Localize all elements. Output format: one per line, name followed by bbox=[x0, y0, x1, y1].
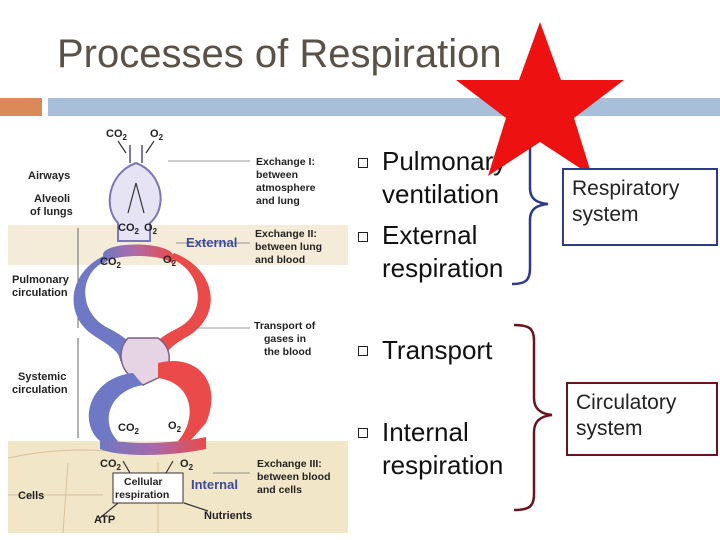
alveolus-shape bbox=[108, 161, 162, 242]
bullet-marker-4 bbox=[358, 428, 368, 438]
label-transport-line3: the blood bbox=[264, 346, 311, 358]
respiratory-box-line1: Respiratory bbox=[572, 177, 680, 200]
label-internal: Internal bbox=[191, 477, 238, 492]
accent-bar-orange bbox=[0, 98, 42, 116]
air-flow-arrows bbox=[117, 140, 155, 214]
label-exchange-2-line3: and blood bbox=[255, 254, 305, 266]
bullet-4-line2: respiration bbox=[382, 450, 504, 480]
label-exchange-3-line3: and cells bbox=[257, 484, 302, 496]
bullet-1-line1: Pulmonary bbox=[382, 146, 507, 176]
bullet-transport: Transport bbox=[382, 334, 492, 367]
label-exchange-2-line2: between lung bbox=[255, 241, 322, 253]
label-pulmonary-line1: Pulmonary bbox=[12, 274, 70, 286]
pulmonary-capillary bbox=[103, 244, 173, 265]
airway-tube bbox=[129, 145, 143, 163]
bullet-3-line1: Transport bbox=[382, 335, 493, 365]
gas-co2-top: CO2 bbox=[106, 128, 128, 142]
pulmonary-vein-red bbox=[150, 253, 211, 361]
bullet-pulmonary-ventilation: Pulmonary ventilation bbox=[382, 145, 506, 211]
label-exchange-1-line1: Exchange I: bbox=[256, 156, 315, 168]
bullet-marker-1 bbox=[358, 158, 368, 168]
star-icon bbox=[456, 22, 624, 176]
label-alveoli-line1: Alveoli bbox=[34, 193, 70, 205]
bullet-external-respiration: External respiration bbox=[382, 219, 503, 285]
label-atp: ATP bbox=[94, 514, 115, 526]
gas-co2-alveolus: CO2 bbox=[118, 222, 140, 236]
circulatory-system-box: Circulatory system bbox=[566, 382, 718, 456]
cell-outline bbox=[8, 449, 159, 533]
gas-o2-pulmonary: O2 bbox=[163, 254, 177, 268]
gas-o2-top: O2 bbox=[150, 128, 164, 142]
respiratory-system-box: Respiratory system bbox=[562, 168, 718, 246]
circulatory-box-line1: Circulatory bbox=[576, 391, 677, 414]
gas-o2-alveolus: O2 bbox=[144, 222, 158, 236]
respiratory-box-line2: system bbox=[572, 203, 639, 226]
gas-o2-systemic: O2 bbox=[168, 420, 182, 434]
circulatory-bracket bbox=[513, 323, 553, 512]
systemic-capillary bbox=[100, 437, 206, 455]
bullet-marker-2 bbox=[358, 232, 368, 242]
systemic-vein-blue bbox=[88, 373, 143, 441]
label-cells: Cells bbox=[18, 490, 44, 502]
label-alveoli-line2: of lungs bbox=[30, 206, 73, 218]
label-exchange-1-line2: between bbox=[256, 169, 298, 181]
label-leader-lines bbox=[168, 160, 250, 474]
slide-title: Processes of Respiration bbox=[57, 32, 502, 76]
gas-o2-cell: O2 bbox=[180, 458, 194, 472]
circulatory-box-line2: system bbox=[576, 417, 643, 440]
label-nutrients: Nutrients bbox=[204, 510, 252, 522]
label-cellular-line2: respiration bbox=[115, 489, 169, 501]
label-exchange-3-line2: between blood bbox=[257, 471, 331, 483]
bullet-4-line1: Internal bbox=[382, 417, 469, 447]
label-systemic-line1: Systemic bbox=[18, 371, 66, 383]
label-airways: Airways bbox=[28, 170, 70, 182]
bullet-marker-3 bbox=[358, 346, 368, 356]
respiration-diagram: Airways Alveoli of lungs Pulmonary circu… bbox=[8, 123, 348, 533]
cell-arrows bbox=[99, 460, 209, 519]
bullet-internal-respiration: Internal respiration bbox=[382, 416, 503, 482]
gas-co2-cell: CO2 bbox=[100, 458, 122, 472]
label-transport-line1: Transport of bbox=[254, 320, 316, 332]
label-pulmonary-line2: circulation bbox=[12, 287, 68, 299]
cellular-respiration-box bbox=[112, 472, 184, 504]
label-exchange-2-line1: Exchange II: bbox=[255, 228, 317, 240]
label-external: External bbox=[186, 235, 237, 250]
label-exchange-1-line4: and lung bbox=[256, 195, 300, 207]
bullet-1-line2: ventilation bbox=[382, 179, 500, 209]
gas-co2-systemic: CO2 bbox=[118, 422, 140, 436]
systemic-artery-red bbox=[158, 361, 212, 441]
label-cellular-line1: Cellular bbox=[124, 476, 163, 488]
label-exchange-1-line3: atmosphere bbox=[256, 182, 316, 194]
bullet-2-line2: respiration bbox=[382, 253, 504, 283]
bullet-2-line1: External bbox=[382, 220, 478, 250]
label-exchange-3-line1: Exchange III: bbox=[257, 458, 322, 470]
gas-co2-pulmonary: CO2 bbox=[100, 256, 122, 270]
label-transport-line2: gases in bbox=[264, 333, 306, 345]
label-systemic-line2: circulation bbox=[12, 384, 68, 396]
